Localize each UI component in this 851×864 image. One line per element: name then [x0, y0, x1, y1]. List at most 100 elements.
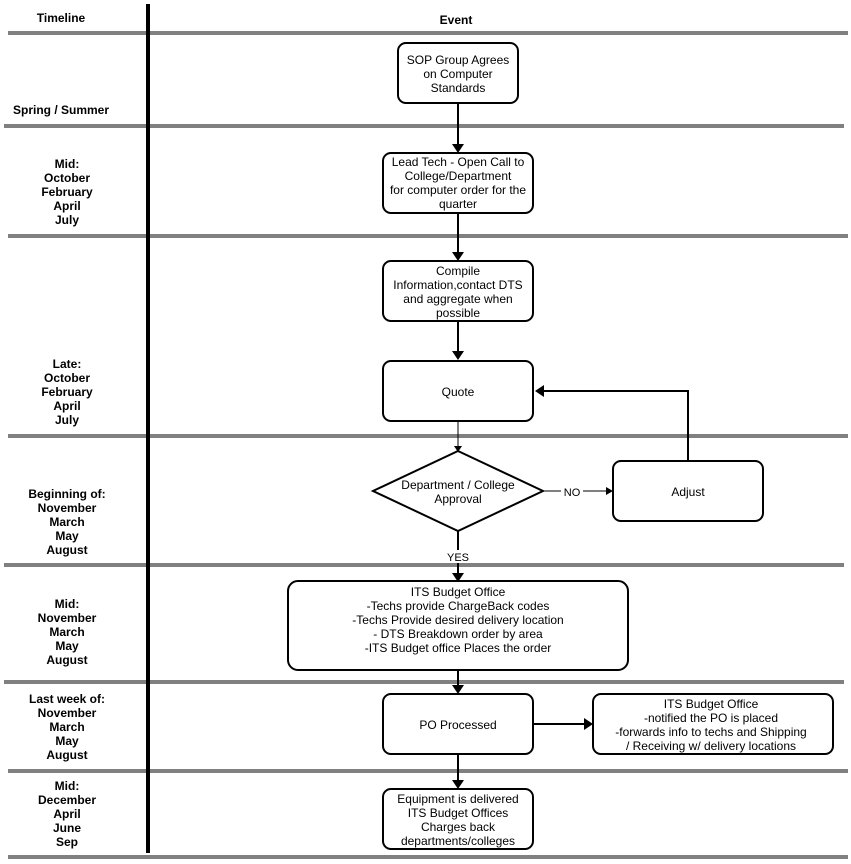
- text-line: May: [55, 639, 79, 653]
- node-po-processed: PO Processed: [382, 693, 534, 755]
- text-line: ITS Budget Office: [411, 585, 506, 599]
- node-quote: Quote: [382, 360, 534, 422]
- text-line: February: [41, 385, 93, 399]
- node-box: [382, 788, 534, 850]
- text-line: May: [55, 734, 79, 748]
- text-line: Charges back: [421, 820, 496, 834]
- text-line: Information,contact DTS: [393, 278, 522, 292]
- text-line: Quote: [442, 385, 475, 399]
- node-box: [382, 693, 534, 755]
- text-line: March: [49, 515, 84, 529]
- edge-label-yes: YES: [447, 552, 469, 564]
- text-line: Beginning of:: [28, 487, 105, 501]
- node-its-budget-office-notified: ITS Budget Office-notified the PO is pla…: [592, 693, 834, 755]
- node-box: [287, 580, 629, 671]
- text-line: -ITS Budget office Places the order: [365, 641, 552, 655]
- text-line: August: [46, 653, 87, 667]
- text-line: on Computer: [423, 67, 492, 81]
- arrowhead: [452, 252, 464, 261]
- node-text: ITS Budget Office-notified the PO is pla…: [615, 697, 806, 753]
- text-line: June: [53, 821, 81, 835]
- text-line: April: [53, 399, 80, 413]
- node-text: Adjust: [671, 485, 705, 499]
- arrowhead: [452, 351, 464, 360]
- text-line: Mid:: [55, 597, 80, 611]
- text-line: Compile: [436, 264, 480, 278]
- text-line: October: [44, 371, 90, 385]
- text-line: March: [49, 720, 84, 734]
- text-line: April: [53, 199, 80, 213]
- text-line: November: [38, 611, 97, 625]
- text-line: Approval: [434, 492, 481, 506]
- text-line: -Techs provide ChargeBack codes: [367, 599, 550, 613]
- event-header: Event: [440, 13, 473, 27]
- text-line: Equipment is delivered: [397, 792, 518, 806]
- text-line: Mid:: [55, 779, 80, 793]
- text-line: -Techs Provide desired delivery location: [352, 613, 563, 627]
- arrowhead: [535, 385, 544, 397]
- text-line: ITS Budget Office: [664, 697, 759, 711]
- node-box: [592, 693, 834, 755]
- text-line: March: [49, 625, 84, 639]
- edge-adjust-to-quote: [543, 390, 689, 461]
- text-line: / Receiving w/ delivery locations: [626, 739, 796, 753]
- text-line: and aggregate when: [403, 292, 512, 306]
- text-line: ITS Budget Offices: [408, 806, 509, 820]
- text-line: November: [38, 501, 97, 515]
- text-line: PO Processed: [419, 718, 496, 732]
- text-line: Mid:: [55, 157, 80, 171]
- text-line: SOP Group Agrees: [407, 53, 510, 67]
- edge-label-no: NO: [564, 487, 581, 499]
- text-line: February: [41, 185, 93, 199]
- node-box: [382, 360, 534, 422]
- text-line: Sep: [56, 835, 78, 849]
- text-line: College/Department: [405, 169, 512, 183]
- text-line: October: [44, 171, 90, 185]
- text-line: for computer order for the: [390, 183, 526, 197]
- arrowhead: [606, 487, 613, 495]
- text-line: July: [55, 213, 79, 227]
- timeline-header: Timeline: [37, 11, 86, 25]
- text-line: - DTS Breakdown order by area: [373, 627, 543, 641]
- text-line: April: [53, 807, 80, 821]
- node-its-budget-office: ITS Budget Office-Techs provide ChargeBa…: [287, 580, 629, 671]
- node-box: [612, 460, 764, 522]
- edge-label-bg: [446, 550, 470, 563]
- text-line: May: [55, 529, 79, 543]
- text-line: Lead Tech - Open Call to: [392, 155, 525, 169]
- decision-diamond: [370, 449, 546, 533]
- text-line: possible: [436, 306, 480, 320]
- text-line: -notified the PO is placed: [644, 711, 778, 725]
- arrowhead: [452, 685, 464, 694]
- text-line: Standards: [431, 81, 486, 95]
- node-box: [382, 260, 534, 322]
- arrowhead: [452, 573, 464, 582]
- text-line: December: [38, 793, 96, 807]
- edge-label-bg: [561, 485, 583, 498]
- text-line: Adjust: [671, 485, 705, 499]
- arrowhead: [584, 718, 593, 730]
- text-line: November: [38, 706, 97, 720]
- text-line: August: [46, 748, 87, 762]
- timeline-label-spring-summer: Spring / Summer: [13, 103, 109, 117]
- text-line: -forwards info to techs and Shipping: [615, 725, 806, 739]
- arrowhead: [454, 446, 462, 452]
- arrowhead: [452, 144, 464, 153]
